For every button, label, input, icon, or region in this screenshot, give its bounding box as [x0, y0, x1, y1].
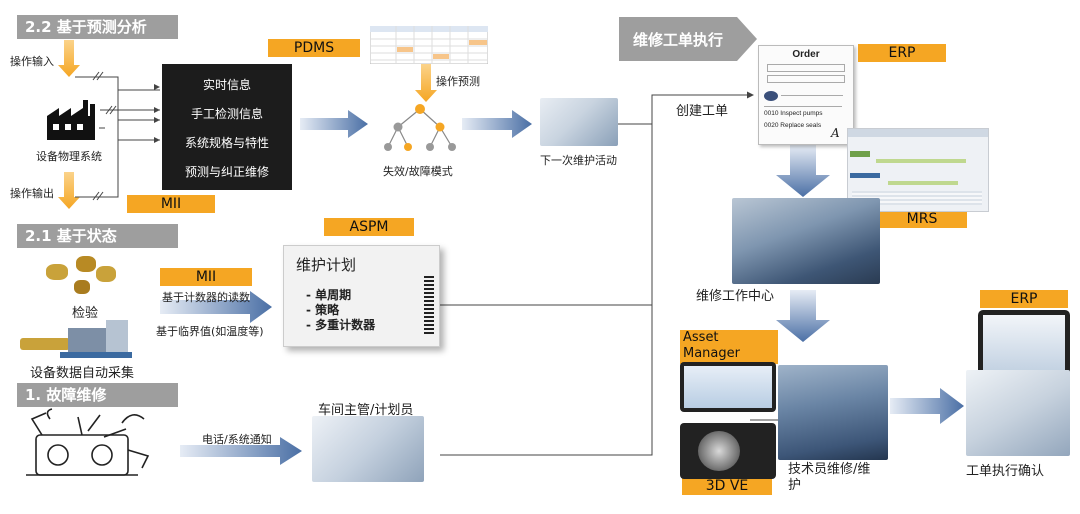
- plan-item: - 策略: [306, 303, 340, 317]
- next-activity-photo: [540, 98, 618, 146]
- order-lines: [440, 94, 778, 456]
- label-op-input: 操作输入: [10, 55, 54, 68]
- orange-arrow-output: [58, 172, 80, 209]
- technician-photo: [778, 365, 888, 460]
- label-technician: 技术员维修/维护: [788, 462, 871, 493]
- tag-3dve: 3D VE: [682, 477, 772, 495]
- label-create-order: 创建工单: [676, 104, 729, 119]
- work-center-photo: [732, 198, 880, 284]
- maintenance-plan-card: 维护计划 - 单周期 - 策略 - 多重计数器: [283, 245, 440, 347]
- break-marks: [92, 71, 117, 201]
- confirm-photo: [966, 370, 1070, 456]
- tag-erp-top: ERP: [858, 44, 946, 62]
- label-confirm: 工单执行确认: [966, 464, 1045, 479]
- factory-icon: [47, 100, 105, 140]
- sensor-device-icon: [20, 318, 135, 360]
- orange-arrow-input: [58, 40, 80, 77]
- section-work-order: 维修工单执行: [619, 17, 757, 61]
- plan-item: - 多重计数器: [306, 318, 376, 332]
- label-auto-collect: 设备数据自动采集: [30, 366, 135, 381]
- label-equipment: 设备物理系统: [36, 150, 102, 163]
- label-next-activity: 下一次维护活动: [540, 154, 617, 167]
- section-breakdown: 1. 故障维修: [17, 383, 178, 407]
- tag-mrs: MRS: [877, 210, 967, 228]
- tag-pdms: PDMS: [268, 39, 360, 57]
- orange-arrow-predict: [415, 64, 437, 102]
- info-box-item: 系统规格与特性: [184, 136, 269, 150]
- tag-mii-top: MII: [127, 195, 215, 213]
- tag-erp-right: ERP: [980, 290, 1068, 308]
- label-threshold: 基于临界值(如温度等): [156, 325, 264, 338]
- info-box-item: 预测与纠正维修: [184, 165, 269, 179]
- label-failure-mode: 失效/故障模式: [383, 165, 453, 178]
- tag-mii-mid: MII: [160, 268, 252, 286]
- order-form: Order 0010 Inspect pumps 0020 Replace se…: [758, 45, 854, 145]
- failure-tree-icon: [384, 104, 456, 151]
- flow-arrow-box-to-tree: [300, 110, 368, 138]
- input-lines: [75, 76, 160, 198]
- pdms-spreadsheet: [370, 26, 488, 64]
- broken-machine-sketch: [26, 408, 150, 476]
- signature-icon: A: [831, 126, 840, 140]
- plan-title: 维护计划: [296, 256, 357, 274]
- flow-arrow-counter: [160, 291, 272, 323]
- label-work-center: 维修工作中心: [696, 289, 775, 304]
- barcode-icon: [424, 274, 434, 334]
- label-op-output: 操作输出: [10, 187, 54, 200]
- flow-arrow-center-to-tech: [776, 290, 830, 342]
- section-predictive: 2.2 基于预测分析: [17, 15, 178, 39]
- ve3d-tablet: [680, 423, 776, 479]
- info-box: 实时信息 手工检测信息 系统规格与特性 预测与纠正维修: [162, 64, 292, 190]
- label-inspection: 检验: [72, 306, 99, 321]
- flow-arrow-erp-to-center: [776, 145, 830, 197]
- pump-icon: [764, 91, 778, 101]
- flow-arrow-tree-to-activity: [462, 110, 532, 138]
- label-phone-notice: 电话/系统通知: [202, 433, 272, 446]
- supervisor-photo: [312, 416, 424, 482]
- tag-aspm: ASPM: [324, 218, 414, 236]
- flow-arrow-phone: [180, 437, 302, 465]
- label-op-predict: 操作预测: [436, 75, 480, 88]
- erp-tablet: [978, 310, 1070, 376]
- tag-asset-manager: Asset Manager: [680, 330, 778, 364]
- info-box-item: 手工检测信息: [190, 107, 263, 121]
- section-condition: 2.1 基于状态: [17, 224, 178, 248]
- asset-manager-tablet: [680, 362, 776, 412]
- inspection-icon: [40, 252, 120, 298]
- label-counter-reading: 基于计数器的读数: [162, 291, 250, 304]
- label-supervisor: 车间主管/计划员: [318, 403, 414, 418]
- info-box-item: 实时信息: [202, 78, 251, 92]
- plan-item: - 单周期: [306, 288, 352, 302]
- flow-arrow-tech-to-confirm: [890, 388, 964, 424]
